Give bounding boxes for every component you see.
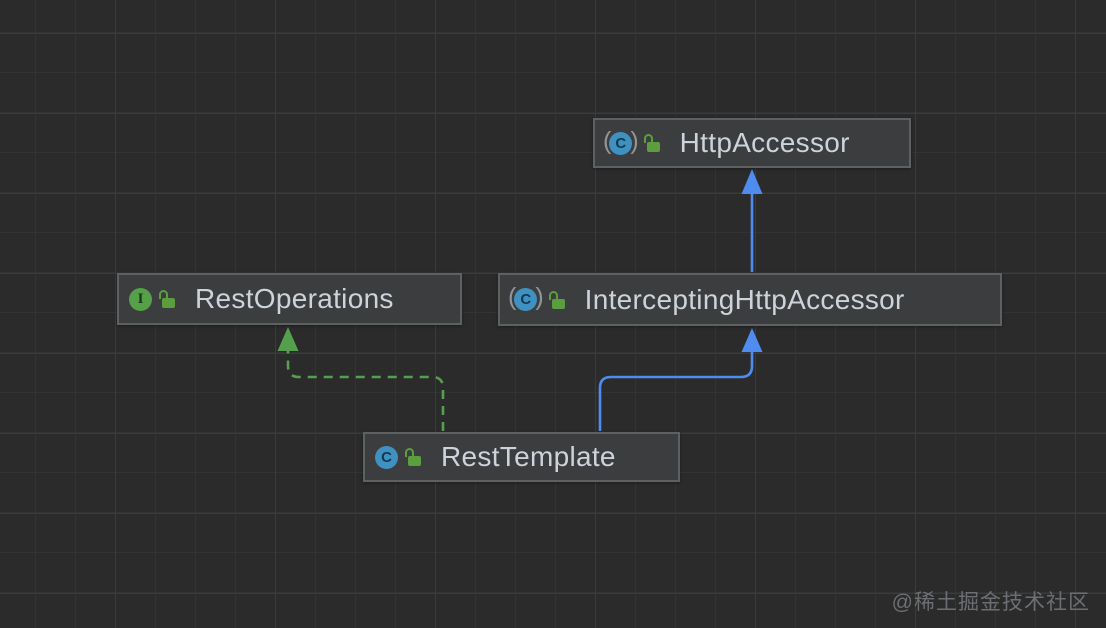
- abstract-paren-left-icon: (: [603, 126, 612, 155]
- node-interceptinghttpaccessor[interactable]: ( C ) InterceptingHttpAccessor: [498, 273, 1002, 326]
- edge-extends-interceptinghttpaccessor-httpaccessor[interactable]: [741, 169, 763, 272]
- node-label: HttpAccessor: [679, 127, 850, 158]
- abstract-paren-left-icon: (: [508, 283, 517, 311]
- watermark: @稀土掘金技术社区: [891, 591, 1090, 614]
- abstract-class-icon: ( C ): [603, 126, 639, 155]
- arrowhead-extends: [741, 169, 763, 194]
- class-circle-icon: C: [514, 288, 538, 311]
- node-resttemplate[interactable]: C RestTemplate: [363, 432, 680, 482]
- edge-implements-resttemplate-restoperations[interactable]: [277, 327, 445, 431]
- node-label: RestTemplate: [441, 441, 616, 472]
- arrowhead-extends: [741, 328, 763, 352]
- open-lock-icon: [643, 134, 660, 152]
- node-httpaccessor[interactable]: ( C ) HttpAccessor: [593, 118, 911, 168]
- interface-circle-icon: I: [129, 287, 152, 311]
- open-lock-icon: [159, 290, 175, 308]
- node-label: RestOperations: [195, 283, 394, 314]
- open-lock-icon: [405, 448, 421, 466]
- node-restoperations[interactable]: I RestOperations: [117, 273, 462, 325]
- abstract-paren-right-icon: ): [535, 283, 544, 311]
- node-label: InterceptingHttpAccessor: [584, 283, 905, 315]
- abstract-class-icon: ( C ): [508, 283, 544, 311]
- open-lock-icon: [548, 290, 565, 309]
- class-icon: C: [375, 445, 398, 469]
- edge-extends-resttemplate-interceptinghttpaccessor[interactable]: [598, 328, 763, 431]
- interface-icon: I: [129, 287, 152, 311]
- class-circle-icon: C: [609, 131, 633, 155]
- class-circle-icon: C: [375, 445, 398, 469]
- abstract-paren-right-icon: ): [630, 126, 639, 155]
- arrowhead-implements: [277, 327, 299, 351]
